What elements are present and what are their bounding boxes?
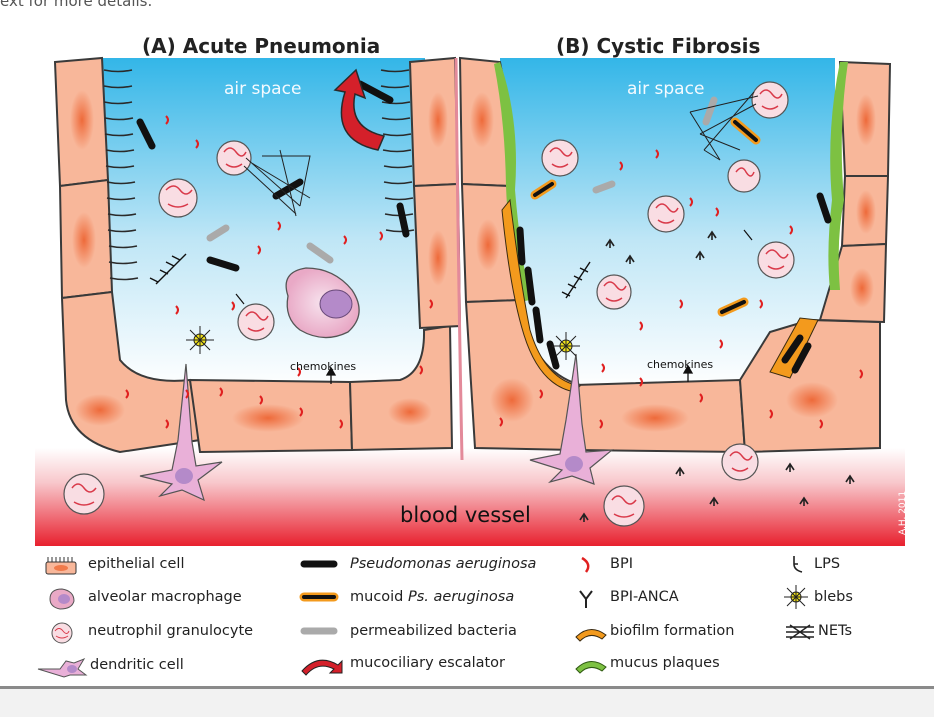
chemokine-arrows [325,364,694,384]
bpi-icon [581,556,590,573]
bacteria-b [816,192,832,224]
mucoid-bacteria-b [533,120,758,314]
dendritic-cell-a-nucleus [175,468,193,484]
legend: epithelial cell alveolar macrophage neut… [0,548,934,688]
nuclei-a [70,90,448,432]
permeabilized-icon [300,627,338,635]
nets-b [689,91,759,161]
bpi-crescents [125,115,863,429]
biofilm-bacteria [516,226,812,374]
mucociliary-escalator-arrow [333,68,386,151]
neutrophil-nuclei [71,89,789,518]
dendritic-cell-icon [37,657,88,678]
dendritic-cell-b [529,353,614,485]
diagram-scene: air space air space chemokines chemokine… [35,56,908,546]
air-space-a-label: air space [224,79,301,99]
neutrophils [63,81,795,527]
chemokines-b-label: chemokines [647,358,713,371]
nets-a [243,149,311,217]
blood-vessel [35,448,905,546]
blebs [186,326,580,360]
blood-vessel-label: blood vessel [400,503,531,527]
nuclei-b [470,92,876,432]
panel-divider [454,57,464,461]
permeabilized-bacteria-b [592,96,718,194]
neutrophil-icon [51,622,73,644]
bpi-anca-icon [579,590,593,608]
air-space-b-label: air space [627,79,704,99]
panel-b-title: (B) Cystic Fibrosis [556,34,761,58]
escalator-icon [301,659,343,676]
lps-icon [793,556,803,573]
bpi-anca-markers [579,230,855,522]
neutrophil-arrows [235,229,753,305]
biofilm-icon [575,629,607,642]
epithelial-cell-icon [45,557,77,575]
pseudomonas-icon [300,560,338,568]
caption-fragment: ext for more details. [0,0,153,10]
bottom-bar [0,686,934,717]
dendritic-cell-b-nucleus [565,456,583,472]
chemokines-a-label: chemokines [290,360,356,373]
cilia-a [103,69,415,281]
macrophage-nucleus [319,289,353,319]
mucus-plaque-right [828,62,848,290]
artist-signature: A.H. 2011 [898,491,908,535]
mucoid-icon [299,592,339,602]
panel-a-title: (A) Acute Pneumonia [142,34,381,58]
nets-icon [786,624,814,640]
macrophage-icon [49,588,75,610]
mucus-plaque-left [494,62,530,302]
blebs-icon [784,585,808,609]
mucus-icon [575,661,607,674]
dendritic-cell-a [139,363,223,502]
permeabilized-bacteria-a [206,224,334,264]
lps-clusters [149,253,591,299]
